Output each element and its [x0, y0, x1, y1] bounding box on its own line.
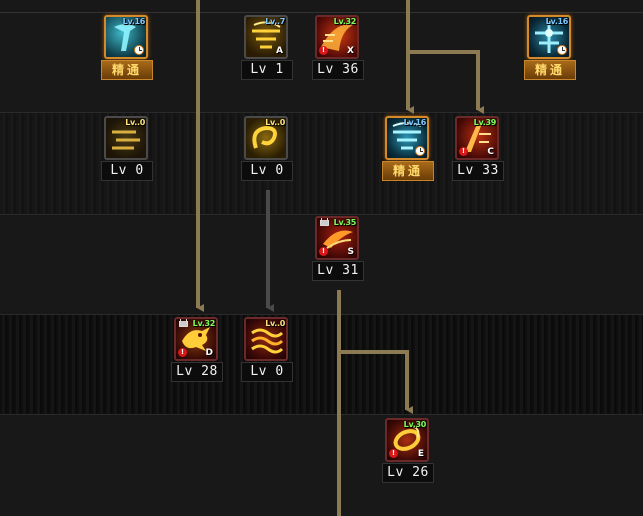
warning-icon: ! — [459, 147, 468, 156]
skill-row1-col4[interactable]: Lv.16 精通 — [524, 15, 576, 87]
row-divider — [0, 112, 643, 113]
hotkey-badge: A — [276, 46, 283, 56]
mastery-label: 精通 — [101, 60, 153, 80]
skill-level-label: Lv 33 — [452, 161, 504, 181]
clock-icon — [415, 146, 425, 156]
skill-level-tag: Lv.16 — [545, 17, 569, 26]
cyan-flow-skill-icon: Lv.16 — [385, 116, 429, 160]
mastery-label: 精通 — [524, 60, 576, 80]
skill-level-label: Lv 26 — [382, 463, 434, 483]
skill-level-tag: Lv..0 — [265, 118, 285, 127]
row-divider — [0, 314, 643, 315]
red-flow-strike-skill-icon: Lv.39 ! C — [455, 116, 499, 160]
skill-level-tag: Lv.35 — [333, 218, 357, 227]
hotkey-badge: S — [347, 247, 354, 257]
clock-icon — [134, 45, 144, 55]
cyan-cross-skill-icon: Lv.16 — [527, 15, 571, 59]
skill-row2-col3[interactable]: Lv.16 精通 — [382, 116, 434, 188]
dragon-skill-icon: Lv.32 ! D — [174, 317, 218, 361]
skill-level-tag: Lv.30 — [403, 420, 427, 429]
lock-icon — [179, 319, 188, 327]
skill-level-tag: Lv..0 — [265, 319, 285, 328]
skill-level-tag: Lv..7 — [265, 17, 285, 26]
skill-level-label: Lv 0 — [241, 362, 293, 382]
warning-icon: ! — [178, 348, 187, 357]
skill-level-tag: Lv..0 — [125, 118, 145, 127]
lock-icon — [320, 218, 329, 226]
red-slash-skill-icon: Lv.35 ! S — [315, 216, 359, 260]
skill-row1-col3[interactable]: Lv.32 ! X Lv 36 — [312, 15, 364, 87]
warning-icon: ! — [389, 449, 398, 458]
clock-icon — [557, 45, 567, 55]
skill-row1-col1[interactable]: Lv.16 精通 — [101, 15, 153, 87]
skill-row4-col2[interactable]: Lv..0 Lv 0 — [241, 317, 293, 389]
warning-icon: ! — [319, 46, 328, 55]
skill-level-label: Lv 0 — [241, 161, 293, 181]
red-flow-skill-icon: Lv.32 ! X — [315, 15, 359, 59]
cyan-staff-skill-icon: Lv.16 — [104, 15, 148, 59]
yellow-wave-skill-icon: Lv..0 — [244, 317, 288, 361]
skill-level-tag: Lv.16 — [122, 17, 146, 26]
skill-level-tag: Lv.39 — [473, 118, 497, 127]
skill-level-label: Lv 31 — [312, 261, 364, 281]
connector-to-red-strike — [408, 50, 484, 114]
skill-row1-col2[interactable]: Lv..7 A Lv 1 — [241, 15, 293, 87]
skill-row3-col1[interactable]: Lv.35 ! S Lv 31 — [312, 216, 364, 288]
skill-level-label: Lv 36 — [312, 60, 364, 80]
skill-row4-col1[interactable]: Lv.32 ! D Lv 28 — [171, 317, 223, 389]
skill-level-label: Lv 28 — [171, 362, 223, 382]
skill-level-label: Lv 0 — [101, 161, 153, 181]
yellow-flow-skill-icon: Lv..7 A — [244, 15, 288, 59]
mastery-label: 精通 — [382, 161, 434, 181]
skill-row5-col1[interactable]: Lv.30 ! E Lv 26 — [382, 418, 434, 490]
gold-bars-skill-icon: Lv..0 — [104, 116, 148, 160]
skill-row-band-4 — [0, 314, 643, 414]
skill-row2-col1[interactable]: Lv..0 Lv 0 — [101, 116, 153, 188]
warning-icon: ! — [319, 247, 328, 256]
hotkey-badge: D — [205, 348, 213, 358]
yellow-swirl-skill-icon: Lv..0 — [244, 116, 288, 160]
row-divider — [0, 12, 643, 13]
skill-level-label: Lv 1 — [241, 60, 293, 80]
fire-ring-skill-icon: Lv.30 ! E — [385, 418, 429, 462]
hotkey-badge: E — [417, 449, 424, 459]
skill-row2-col2[interactable]: Lv..0 Lv 0 — [241, 116, 293, 188]
skill-row-band-5 — [0, 414, 643, 516]
row-divider — [0, 414, 643, 415]
skill-level-tag: Lv.32 — [333, 17, 357, 26]
hotkey-badge: C — [487, 147, 494, 157]
hotkey-badge: X — [347, 46, 354, 56]
connector-to-fire-ring — [339, 350, 413, 414]
skill-row2-col4[interactable]: Lv.39 ! C Lv 33 — [452, 116, 504, 188]
skill-level-tag: Lv.32 — [192, 319, 216, 328]
skill-level-tag: Lv.16 — [403, 118, 427, 127]
row-divider — [0, 214, 643, 215]
